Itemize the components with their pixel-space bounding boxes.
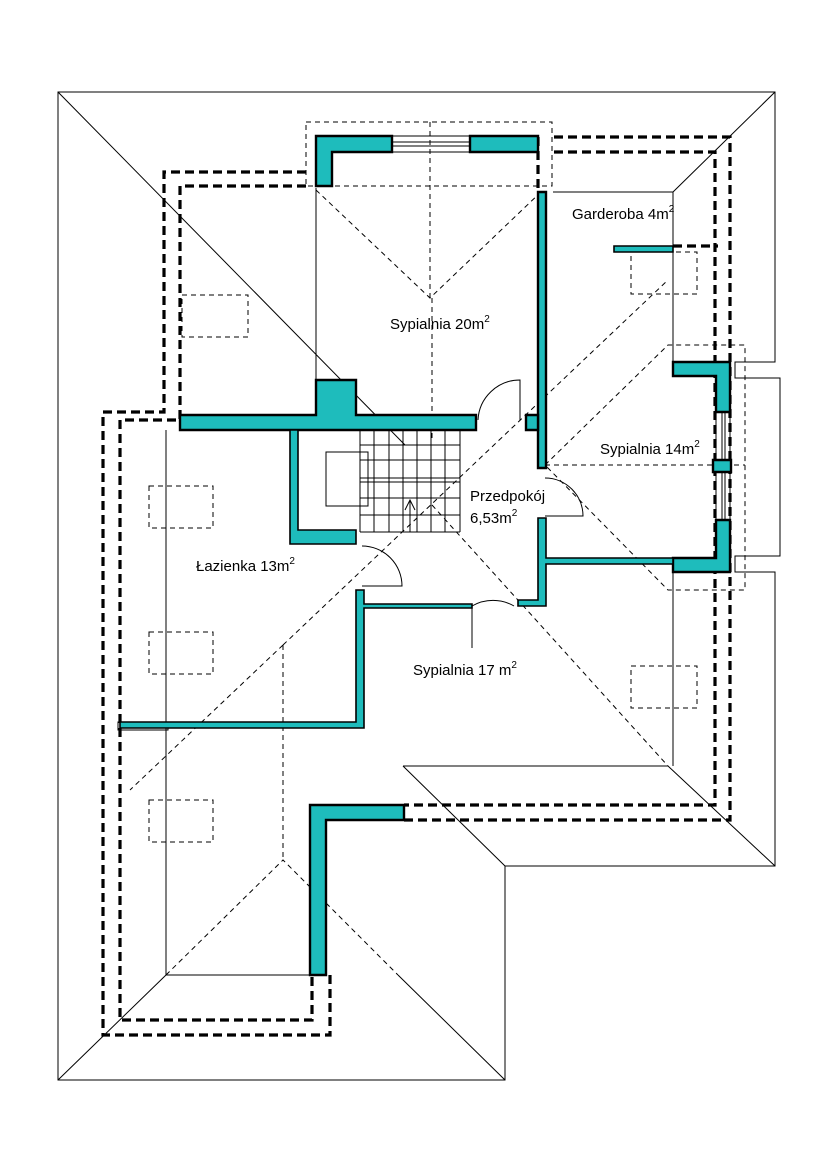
room-label-sypialnia-14: Sypialnia 14m2 — [600, 439, 700, 458]
room-label-sypialnia-20: Sypialnia 20m2 — [390, 314, 490, 333]
room-label-lazienka: Łazienka 13m2 — [196, 556, 295, 575]
room-label-garderoba: Garderoba 4m2 — [572, 204, 675, 223]
skylights — [148, 121, 698, 843]
dashed-ridges — [129, 122, 746, 976]
doors — [361, 379, 584, 648]
room-label-przedpokoj-area: 6,53m2 — [470, 508, 518, 527]
windows — [117, 135, 731, 731]
staircase — [325, 430, 461, 533]
structural-walls — [119, 134, 733, 977]
room-label-przedpokoj: Przedpokój — [470, 488, 545, 505]
room-labels: Sypialnia 20m2 Garderoba 4m2 Sypialnia 1… — [196, 204, 700, 679]
room-label-sypialnia-17: Sypialnia 17 m2 — [413, 660, 517, 679]
interior-thin-lines — [165, 188, 674, 976]
knee-wall-outer — [101, 135, 732, 1037]
